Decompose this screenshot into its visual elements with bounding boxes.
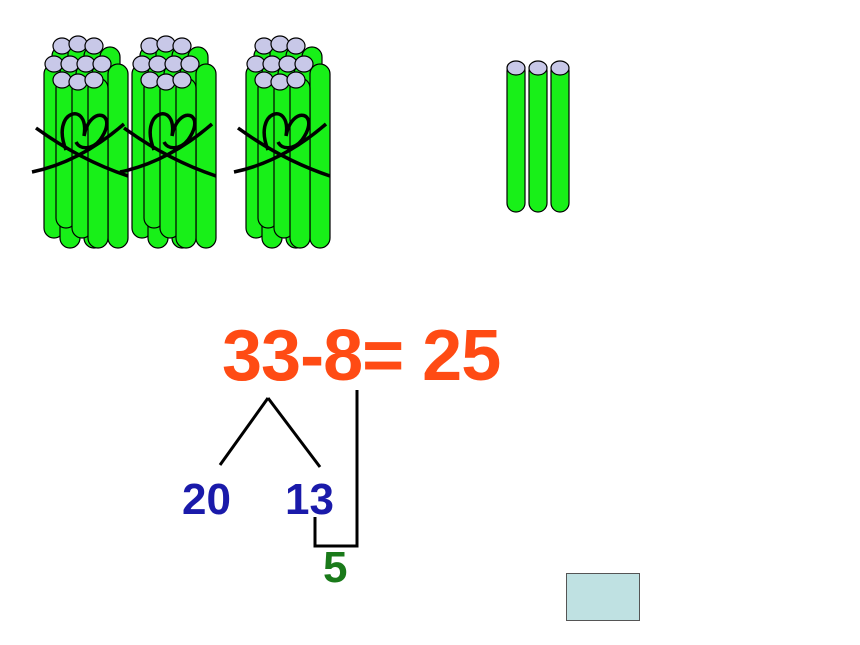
stick-end [92,55,112,73]
ten-stick-bundle [233,35,331,249]
ten-stick-bundle [119,35,217,249]
answer-box[interactable] [566,573,640,621]
stick-end [172,71,192,89]
stick-end [84,37,104,55]
stick-end [172,37,192,55]
bow [262,112,311,151]
stick-end [286,37,306,55]
stick-end [528,60,548,76]
ten-stick-bundle [31,35,129,249]
split-number-right: 13 [285,475,334,524]
bracket-line [313,390,359,548]
stick-end [84,71,104,89]
split-line-left [218,397,270,466]
string [122,126,217,178]
split-number-left: 20 [182,475,231,524]
split-line-right [266,397,322,468]
loose-sticks [506,60,570,213]
stick-end [550,60,570,76]
stick-end [294,55,314,73]
bow [148,112,197,151]
split-number-bottom: 5 [323,543,348,592]
string [236,126,331,178]
stick-end [180,55,200,73]
string [34,126,129,178]
equation: 33-8= 25 [222,316,501,396]
stick-end [286,71,306,89]
bow [60,112,109,151]
stick-end [506,60,526,76]
